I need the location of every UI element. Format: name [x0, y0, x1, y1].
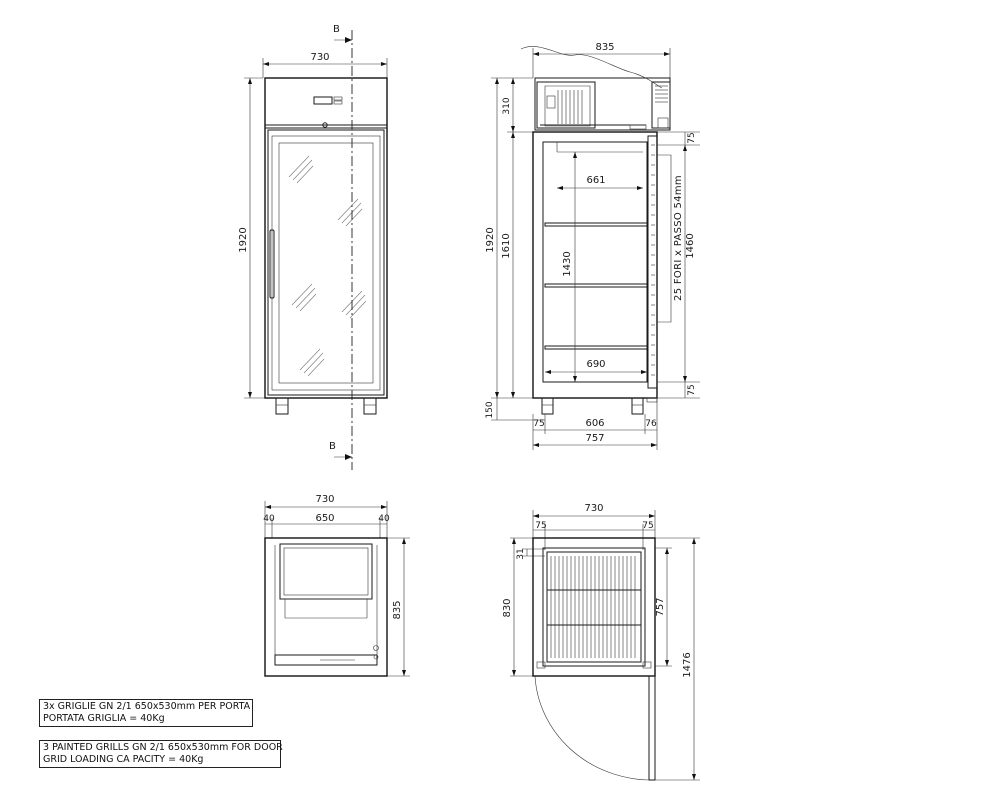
glass-panel	[278, 142, 374, 384]
rack-holes	[651, 144, 655, 376]
front-right-leg	[363, 397, 377, 415]
rack-height-label: 1460	[685, 233, 696, 258]
rack-note-leader	[657, 154, 672, 323]
front-height-label: 1920	[238, 227, 249, 252]
top-width-label: 730	[315, 494, 334, 505]
plan-door-swing-label: 1476	[682, 652, 693, 677]
front-cabinet-outline	[264, 77, 388, 399]
front-width-label: 730	[310, 52, 329, 63]
section-marker-top: B	[333, 24, 340, 35]
note-italian: 3x GRIGLIE GN 2/1 650x530mm PER PORTA PO…	[39, 699, 253, 727]
plan-small-offset-label: 31	[516, 548, 526, 559]
top-side-left-label: 40	[263, 514, 275, 524]
side-left-leg	[541, 397, 554, 415]
front-view: 730 1920	[238, 52, 388, 415]
top-cabinet-outline	[264, 537, 388, 677]
side-total-height-label: 1920	[485, 227, 496, 252]
note-english-line2: GRID LOADING CA PACITY = 40Kg	[43, 754, 204, 765]
internal-height-label: 1430	[562, 251, 573, 276]
top-door-front	[274, 654, 378, 666]
compressor-coil	[557, 90, 583, 124]
foot-span-label: 606	[585, 418, 604, 429]
front-left-leg	[275, 397, 289, 415]
glass-reflection-marks	[288, 155, 367, 377]
plan-grill	[546, 551, 642, 663]
top-inner-width-label: 650	[315, 513, 334, 524]
section-line-b: B B	[329, 24, 353, 470]
lock-icon	[322, 122, 328, 128]
note-english: 3 PAINTED GRILLS GN 2/1 650x530mm FOR DO…	[39, 740, 283, 768]
side-leg-height-label: 150	[485, 401, 495, 418]
front-door	[267, 129, 385, 396]
foot-left-label: 75	[533, 419, 544, 429]
side-door-edge	[647, 135, 658, 389]
side-right-leg	[631, 397, 644, 415]
rack-note-label: 25 FORI x PASSO 54mm	[673, 175, 684, 301]
section-marker-bottom: B	[329, 441, 336, 452]
plan-side-right-label: 75	[642, 521, 653, 531]
top-compressor-housing	[279, 543, 373, 600]
condenser-grille	[651, 81, 671, 129]
side-body-height-label: 1610	[501, 233, 512, 258]
shelf-width-top-label: 661	[586, 175, 605, 186]
plan-view: 730 75 75 830 31	[502, 503, 700, 781]
power-cable	[520, 46, 663, 89]
top-view: 730 40 650 40 835	[263, 494, 410, 677]
control-display	[313, 96, 333, 105]
side-top-unit-height-label: 310	[502, 97, 512, 114]
plan-cabinet-outline	[532, 537, 656, 677]
door-swing-arc	[534, 675, 650, 781]
note-italian-line1: 3x GRIGLIE GN 2/1 650x530mm PER PORTA	[43, 701, 251, 712]
plan-grill-bars	[547, 556, 641, 658]
plan-depth-label: 830	[502, 598, 513, 617]
top-depth-label: 835	[392, 600, 403, 619]
plan-open-door	[648, 675, 656, 781]
plan-width-label: 730	[584, 503, 603, 514]
side-bottom-offset-label: 75	[687, 384, 697, 395]
note-english-line1: 3 PAINTED GRILLS GN 2/1 650x530mm FOR DO…	[43, 742, 283, 753]
side-view: 835 310 1920 1610 150	[485, 42, 700, 450]
side-shelves	[544, 222, 648, 350]
base-depth-label: 757	[585, 433, 604, 444]
side-top-offset-label: 75	[687, 132, 697, 143]
top-side-right-label: 40	[378, 514, 390, 524]
plan-side-left-label: 75	[535, 521, 546, 531]
door-handle	[269, 229, 275, 299]
plan-inner-depth-label: 757	[655, 597, 666, 616]
side-depth-top-label: 835	[595, 42, 614, 53]
note-italian-line2: PORTATA GRIGLIA = 40Kg	[43, 713, 165, 724]
side-interior	[542, 141, 648, 383]
foot-right-label: 76	[645, 419, 657, 429]
shelf-width-bottom-label: 690	[586, 359, 605, 370]
